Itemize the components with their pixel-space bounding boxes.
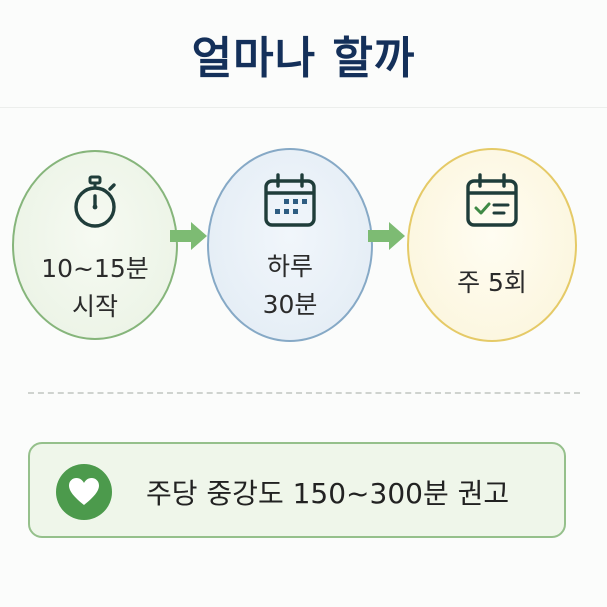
arrow-right-icon xyxy=(170,222,207,250)
step-daily-line2: 30분 xyxy=(262,290,318,319)
calendar-icon xyxy=(264,173,316,227)
step-weekly: 주 5회 xyxy=(407,148,577,342)
step-start-line2: 시작 xyxy=(71,292,118,321)
title-divider xyxy=(0,107,607,108)
heart-icon xyxy=(69,478,99,505)
section-divider xyxy=(28,392,580,394)
heart-badge xyxy=(56,464,112,520)
stopwatch-icon xyxy=(74,175,116,228)
step-start-line1: 10~15분 xyxy=(41,254,149,283)
step-daily-label: 하루 30분 xyxy=(209,248,371,324)
calendar-check-icon xyxy=(466,173,518,227)
recommendation-banner: 주당 중강도 150~300분 권고 xyxy=(28,442,566,538)
step-weekly-line1: 주 5회 xyxy=(457,268,527,297)
page-title: 얼마나 할까 xyxy=(191,33,416,84)
arrow-right-icon xyxy=(368,222,405,250)
step-start-label: 10~15분 시작 xyxy=(14,250,176,326)
recommendation-text: 주당 중강도 150~300분 권고 xyxy=(146,477,510,510)
step-daily-line1: 하루 xyxy=(266,252,313,281)
step-weekly-label: 주 5회 xyxy=(409,264,575,302)
step-start: 10~15분 시작 xyxy=(12,150,178,340)
step-daily: 하루 30분 xyxy=(207,148,373,342)
